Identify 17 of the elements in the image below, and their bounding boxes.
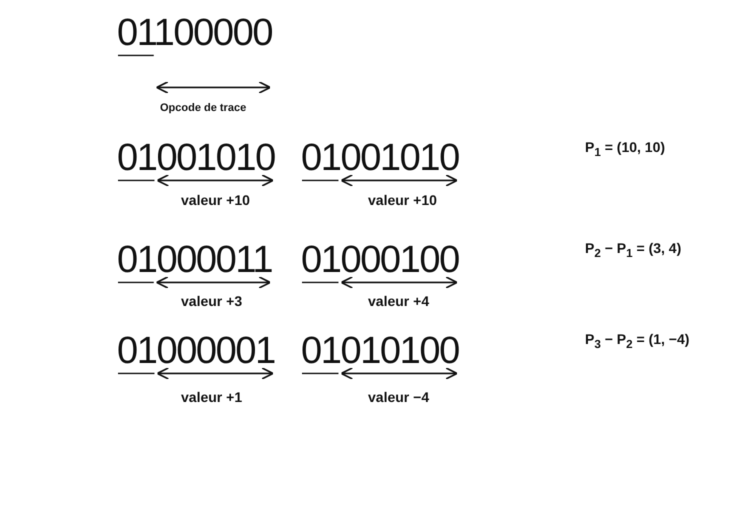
binary-code: 01100000 bbox=[117, 14, 272, 52]
value-label: valeur +10 bbox=[368, 193, 437, 207]
value-label: valeur −4 bbox=[368, 390, 430, 404]
binary-code: 01010100 bbox=[301, 332, 459, 370]
binary-code: 01001010 bbox=[117, 139, 275, 177]
binary-code: 01000001 bbox=[117, 332, 275, 370]
value-label: valeur +10 bbox=[181, 193, 250, 207]
binary-code: 01001010 bbox=[301, 139, 459, 177]
value-label: valeur +1 bbox=[181, 390, 242, 404]
binary-code: 01000100 bbox=[301, 241, 459, 279]
value-label: valeur +4 bbox=[368, 294, 430, 308]
value-label: valeur +3 bbox=[181, 294, 242, 308]
annotation: Opcode de trace bbox=[160, 103, 246, 114]
equation: P$_{1}$ = (10, 10) bbox=[585, 140, 666, 158]
equation: P$_{2}$ − P$_{1}$ = (3, 4) bbox=[585, 241, 682, 260]
binary-code: 01000011 bbox=[117, 241, 272, 279]
equation: P$_{3}$ − P$_{2}$ = (1, −4) bbox=[585, 332, 690, 350]
